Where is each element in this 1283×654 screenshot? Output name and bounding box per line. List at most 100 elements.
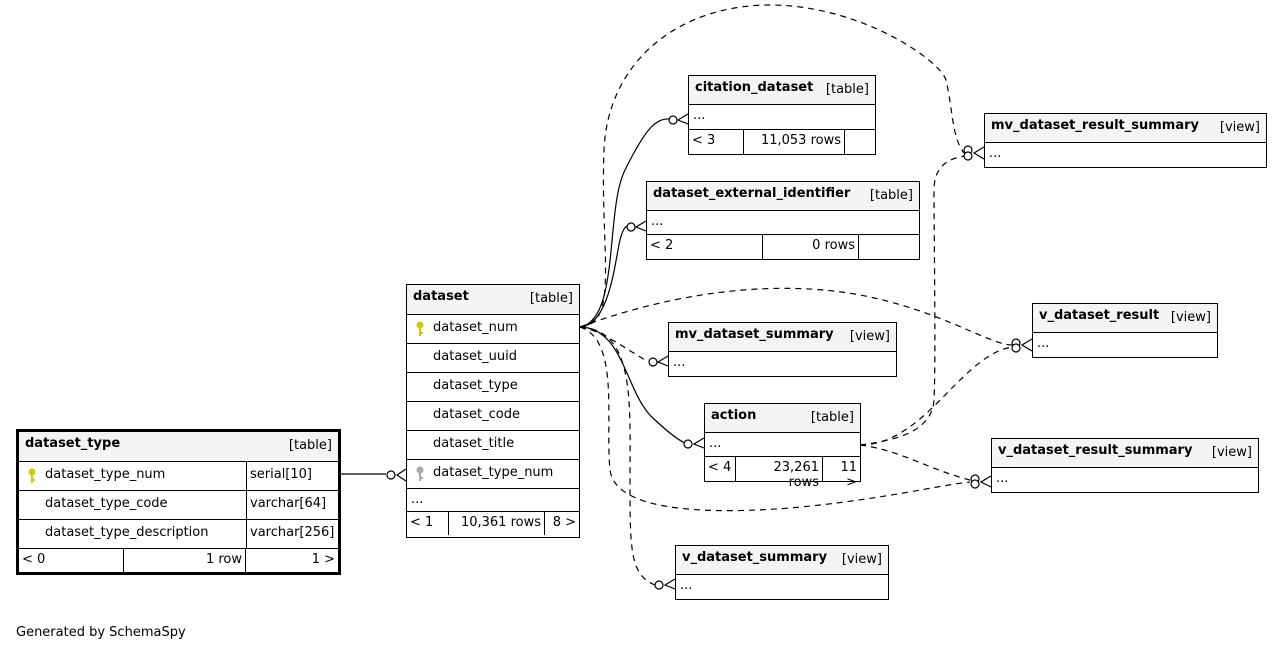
endpoint-circle bbox=[626, 222, 636, 232]
ellipsis: ... bbox=[709, 436, 722, 451]
entity-kind: [table] bbox=[529, 291, 573, 306]
entity-v_dataset_result[interactable]: v_dataset_result [view] ... bbox=[1032, 303, 1218, 358]
entity-name: mv_dataset_summary bbox=[675, 327, 834, 342]
entity-name: dataset_type bbox=[25, 436, 121, 451]
entity-mv_dataset_summary[interactable]: mv_dataset_summary [view] ... bbox=[668, 322, 897, 377]
column-type: varchar[256] bbox=[246, 520, 338, 548]
children-count[interactable]: 8 > bbox=[552, 515, 576, 530]
entity-stats: < 0 1 row 1 > bbox=[19, 549, 338, 572]
entity-header: v_dataset_result_summary [view] bbox=[992, 439, 1258, 468]
endpoint-circle bbox=[386, 470, 396, 480]
column-row: dataset_type_code varchar[64] bbox=[19, 491, 338, 520]
entity-header: v_dataset_summary [view] bbox=[676, 546, 888, 575]
entity-kind: [view] bbox=[1219, 120, 1260, 135]
entity-kind: [view] bbox=[841, 552, 882, 567]
entity-kind: [table] bbox=[288, 438, 332, 453]
entity-name: citation_dataset bbox=[695, 80, 814, 95]
row-count: 10,361 rows bbox=[448, 512, 545, 535]
column-row: dataset_code bbox=[407, 402, 579, 431]
crowfoot bbox=[395, 468, 407, 482]
row-count: 11,053 rows bbox=[743, 130, 845, 154]
edge-dataset-citation_dataset bbox=[579, 118, 671, 328]
parents-count[interactable]: < 0 bbox=[22, 552, 46, 567]
column-name: dataset_type bbox=[433, 378, 518, 393]
crowfoot bbox=[1020, 338, 1033, 352]
crowfoot bbox=[656, 355, 669, 367]
entity-v_dataset_result_summary[interactable]: v_dataset_result_summary [view] ... bbox=[991, 438, 1259, 493]
column-row: dataset_type_description varchar[256] bbox=[19, 520, 338, 549]
entity-name: v_dataset_summary bbox=[682, 550, 828, 565]
edge-dataset-v_dataset_result_summary bbox=[579, 326, 971, 512]
entity-action[interactable]: action [table] ... < 4 23,261 rows 11 > bbox=[704, 403, 861, 490]
column-name: dataset_code bbox=[433, 407, 521, 422]
more-columns: ... bbox=[992, 468, 1258, 492]
row-count: 23,261 rows bbox=[735, 457, 823, 490]
parents-count[interactable]: < 3 bbox=[692, 133, 716, 148]
entity-name: dataset bbox=[413, 289, 469, 304]
ellipsis: ... bbox=[680, 578, 693, 593]
ellipsis: ... bbox=[651, 214, 664, 229]
ellipsis: ... bbox=[996, 471, 1009, 486]
entity-dataset_external_identifier[interactable]: dataset_external_identifier [table] ... … bbox=[646, 181, 920, 260]
row-count: 0 rows bbox=[762, 235, 859, 259]
entity-kind: [table] bbox=[810, 410, 854, 425]
crowfoot bbox=[634, 220, 647, 232]
key-icon bbox=[416, 466, 424, 481]
column-row: dataset_type_num bbox=[407, 460, 579, 489]
entity-name: dataset_external_identifier bbox=[653, 186, 851, 201]
entity-name: action bbox=[711, 408, 757, 423]
ellipsis: ... bbox=[693, 108, 706, 123]
crowfoot bbox=[692, 437, 705, 449]
endpoint-circle bbox=[648, 357, 658, 367]
entity-mv_dataset_result_summary[interactable]: mv_dataset_result_summary [view] ... bbox=[984, 113, 1267, 168]
parents-count[interactable]: < 4 bbox=[708, 460, 732, 475]
endpoint-circle bbox=[668, 115, 678, 125]
endpoint-circle bbox=[970, 479, 980, 489]
entity-stats: < 1 10,361 rows 8 > bbox=[407, 512, 579, 535]
entity-header: v_dataset_result [view] bbox=[1033, 304, 1217, 333]
column-type: serial[10] bbox=[246, 462, 338, 490]
children-count[interactable]: 11 > bbox=[840, 460, 857, 490]
entity-kind: [table] bbox=[825, 82, 869, 97]
parents-count[interactable]: < 2 bbox=[650, 238, 674, 253]
parents-count[interactable]: < 1 bbox=[410, 515, 434, 530]
crowfoot bbox=[979, 475, 992, 488]
column-name: dataset_type_description bbox=[45, 525, 209, 540]
edge-action-v_dataset_result_summary bbox=[859, 444, 971, 481]
generated-by-footer: Generated by SchemaSpy bbox=[16, 625, 186, 640]
entity-stats: < 3 11,053 rows bbox=[689, 130, 875, 154]
endpoint-circle bbox=[963, 151, 973, 161]
more-columns: ... bbox=[669, 352, 896, 376]
edge-dataset-action bbox=[579, 326, 686, 444]
entity-kind: [table] bbox=[869, 188, 913, 203]
column-name: dataset_type_num bbox=[433, 465, 554, 480]
entity-citation_dataset[interactable]: citation_dataset [table] ... < 3 11,053 … bbox=[688, 75, 876, 155]
column-name: dataset_type_num bbox=[45, 467, 166, 482]
more-columns: ... bbox=[647, 211, 919, 235]
entity-kind: [view] bbox=[1211, 445, 1252, 460]
entity-kind: [view] bbox=[1170, 310, 1211, 325]
crowfoot bbox=[663, 578, 676, 590]
children-count[interactable]: 1 > bbox=[311, 552, 335, 567]
entity-stats: < 4 23,261 rows 11 > bbox=[705, 457, 860, 490]
more-columns: ... bbox=[407, 489, 579, 512]
endpoint-circle bbox=[654, 580, 664, 590]
more-columns: ... bbox=[689, 105, 875, 130]
more-columns: ... bbox=[1033, 333, 1217, 357]
edge-dataset-dataset_external_identifier bbox=[579, 225, 629, 328]
children-count[interactable] bbox=[859, 235, 919, 259]
entity-dataset_type[interactable]: dataset_type [table] dataset_type_num se… bbox=[16, 429, 341, 575]
column-row: dataset_num bbox=[407, 315, 579, 344]
column-row: dataset_type bbox=[407, 373, 579, 402]
entity-header: mv_dataset_summary [view] bbox=[669, 323, 896, 352]
children-count[interactable] bbox=[845, 130, 875, 154]
entity-dataset[interactable]: dataset [table] dataset_num dataset_uuid… bbox=[406, 284, 580, 538]
entity-name: mv_dataset_result_summary bbox=[991, 118, 1199, 133]
entity-v_dataset_summary[interactable]: v_dataset_summary [view] ... bbox=[675, 545, 889, 600]
key-icon bbox=[416, 321, 424, 336]
endpoint-circle bbox=[683, 439, 693, 449]
row-count: 1 row bbox=[123, 549, 246, 572]
ellipsis: ... bbox=[673, 355, 686, 370]
entity-kind: [view] bbox=[849, 329, 890, 344]
